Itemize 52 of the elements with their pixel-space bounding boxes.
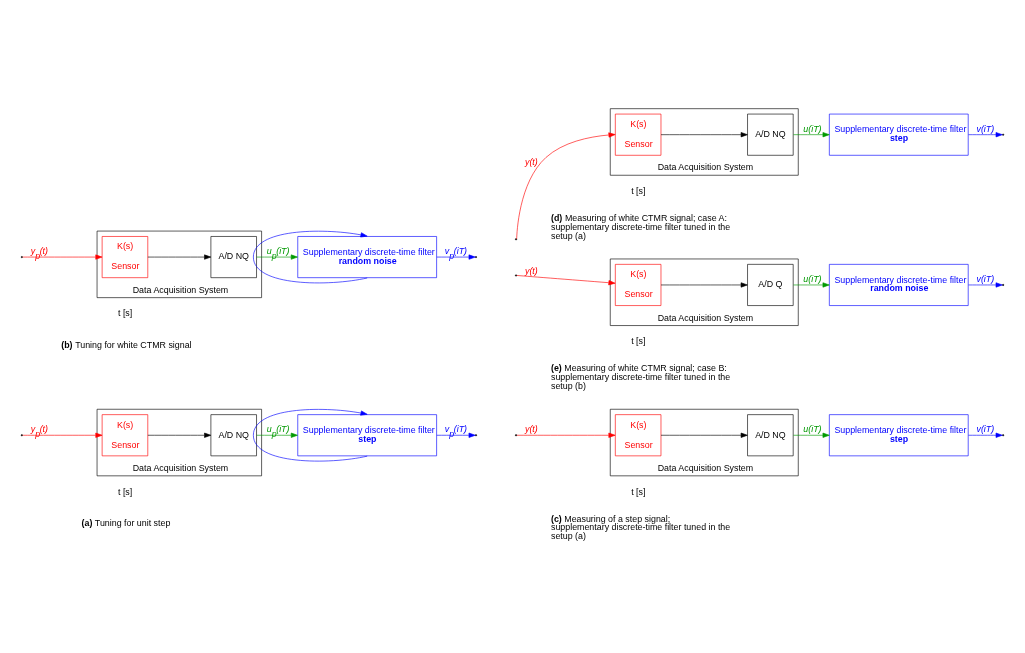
arrow — [147, 254, 212, 260]
edge-label: v(iT) — [976, 424, 995, 435]
arrow — [793, 432, 830, 438]
label: (e) Measuring of white CTMR signal; case B: supplementary discrete-time filter tuned in the setup (b) — [550, 363, 731, 392]
edge-label: y(t) — [524, 157, 538, 168]
arrow — [516, 432, 616, 438]
edge-label: y(t) — [524, 265, 538, 276]
arrow — [256, 254, 298, 260]
node-box: Supplementary discrete-time filter step — [829, 414, 969, 457]
label: t [s] — [117, 486, 133, 497]
edge-label: v(iT) — [976, 273, 995, 284]
label: (d) Measuring of white CTMR signal; case A: supplementary discrete-time filter tuned in the setup (a) — [550, 213, 731, 241]
node-box: K(s) Sensor — [615, 264, 662, 306]
arrow — [516, 275, 616, 286]
arrow — [660, 282, 748, 288]
label: (a) Tuning for unit step — [81, 517, 171, 528]
arrow — [22, 432, 103, 438]
node-box: A/D NQ — [210, 236, 257, 278]
arrow — [22, 254, 103, 260]
node-box: K(s) Sensor — [101, 414, 149, 457]
node-box: A/D NQ — [747, 414, 794, 457]
edge-label: u(iT) — [803, 123, 822, 134]
node-box: K(s) Sensor — [101, 236, 149, 278]
node-box: A/D Q — [747, 264, 794, 306]
arrow — [660, 132, 748, 138]
node-box: Supplementary discrete-time filter random noise — [297, 236, 437, 278]
edge-label: v(iT) — [976, 123, 995, 134]
arrow — [256, 432, 298, 438]
edge-label: u(iT) — [803, 273, 822, 284]
edge-label: y(t) — [524, 424, 538, 435]
edge-label: u(iT) — [803, 424, 822, 435]
node-box: K(s) Sensor — [615, 113, 662, 156]
label: (b) Tuning for white CTMR signal — [61, 339, 192, 350]
arrow — [793, 282, 830, 288]
arrow — [793, 132, 830, 138]
arrow — [516, 132, 616, 240]
node-box: K(s) Sensor — [615, 414, 662, 457]
node-box: Supplementary discrete-time filter step — [297, 414, 437, 457]
node-box: A/D NQ — [210, 414, 257, 457]
arrow — [968, 132, 1003, 138]
label: t [s] — [117, 308, 133, 319]
node-box: Supplementary discrete-time filter step — [829, 113, 969, 156]
node-box: A/D NQ — [747, 113, 794, 156]
arrow — [147, 432, 212, 438]
label: t [s] — [631, 486, 646, 497]
label: t [s] — [631, 336, 646, 347]
label: (c) Measuring of a step signal; supplementary discrete-time filter tuned in the setup (a) — [550, 513, 731, 542]
node-box: Supplementary discrete-time filter random noise — [829, 264, 969, 306]
label: t [s] — [631, 186, 646, 197]
arrow — [253, 230, 368, 284]
arrow — [253, 409, 368, 462]
arrow — [660, 432, 748, 438]
